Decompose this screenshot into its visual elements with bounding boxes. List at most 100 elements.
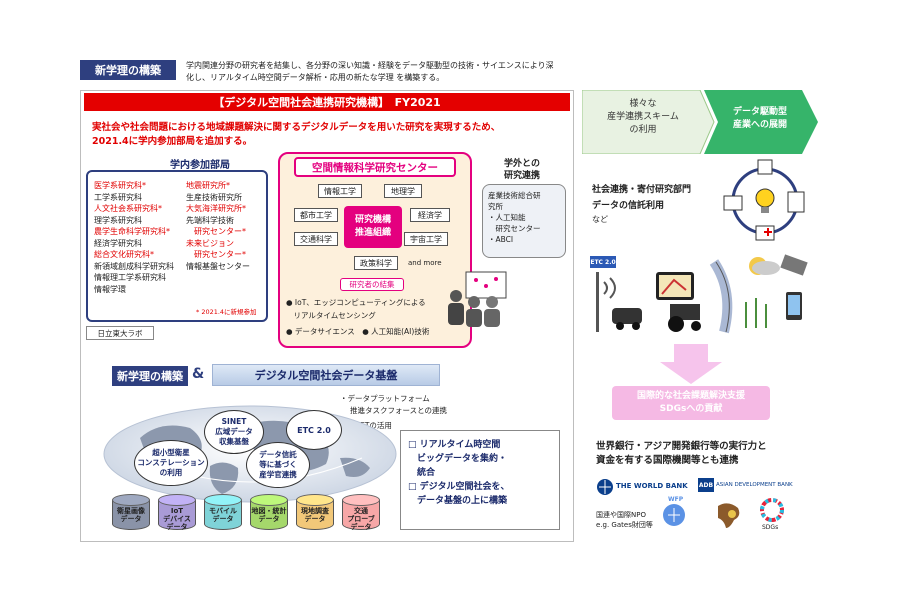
department-item: 情報学環 xyxy=(94,284,126,294)
data-cylinder-label: 交通プローブデータ xyxy=(342,507,380,531)
sinet-bubble-line: 広域データ xyxy=(215,427,253,436)
department-item: 研究センター* xyxy=(186,227,246,236)
field-transport-science: 交通科学 xyxy=(294,232,338,246)
etc-bubble: ETC 2.0 xyxy=(286,410,342,450)
worldbank-logo-icon xyxy=(597,479,613,495)
external-title-line2: 研究連携 xyxy=(503,171,540,181)
industry-illustration xyxy=(723,159,805,241)
point-item: □ デジタル空間社会を、 xyxy=(408,482,510,492)
data-cylinder-top xyxy=(112,494,150,506)
department-item: 研究センター* xyxy=(186,250,246,259)
data-cylinder-label-line: 現地調査 xyxy=(301,507,329,515)
point-item: 統合 xyxy=(408,468,436,478)
data-cylinder: 地図・統計データ xyxy=(250,494,288,536)
data-cylinder-label-line: デバイス xyxy=(163,515,191,523)
department-item: 総合文化研究科* xyxy=(94,250,154,259)
base-title: デジタル空間社会データ基盤 xyxy=(212,364,440,386)
field-aerospace-engineering: 宇宙工学 xyxy=(404,232,448,246)
department-item: 未来ビジョン xyxy=(186,238,234,248)
africa-map-icon xyxy=(718,503,740,528)
point-item: データ基盤の上に構築 xyxy=(408,496,508,506)
researchers-illustration xyxy=(448,271,507,327)
center-bullet2: ● データサイエンス ● 人工知能(AI)技術 xyxy=(286,327,430,336)
data-cylinder-label: 衛星画像データ xyxy=(112,507,150,523)
center-more: and more xyxy=(408,259,442,267)
sdgs-line2: SDGsへの貢献 xyxy=(659,404,723,414)
trust-line1: 社会連携・寄付研究部門 xyxy=(592,185,692,195)
platform-line1: ・データプラットフォーム xyxy=(340,394,430,403)
npo-line2: e.g. Gates財団等 xyxy=(596,521,653,529)
header-description-line2: 化し、リアルタイム時空間データ解析・応用の新たな学理 を構築する。 xyxy=(186,73,445,82)
field-urban-engineering: 都市工学 xyxy=(294,208,338,222)
center-gather: 研究者の結集 xyxy=(340,278,404,291)
worldbank-line1: 世界銀行・アジア開発銀行等の実行力と xyxy=(596,441,767,452)
department-item: 農学生命科学研究科* xyxy=(94,227,170,236)
external-item: 研究センター xyxy=(488,224,541,233)
data-cylinder-top xyxy=(158,494,196,506)
data-cylinder: モバイルデータ xyxy=(204,494,242,536)
base-amp: & xyxy=(192,366,205,382)
data-trust-bubble: データ信託等に基づく産学官連携 xyxy=(246,442,310,488)
satellite-bubble-line: コンステレーション xyxy=(137,458,205,467)
departments-box xyxy=(86,170,268,322)
field-info-engineering: 情報工学 xyxy=(318,184,362,198)
adb-logo-mark: ADB xyxy=(698,478,714,492)
sinet-bubble-line: 収集基盤 xyxy=(219,437,249,446)
center-bullet1: ● IoT、エッジコンピューティングによる xyxy=(286,298,426,307)
point-item: ビッグデータを集約・ xyxy=(408,454,508,464)
mission-line1: 実社会や社会問題における地域課題解決に関するデジタルデータを用いた研究を実現する… xyxy=(92,122,501,133)
header-tag: 新学理の構築 xyxy=(80,60,176,80)
external-title-line1: 学外との xyxy=(504,159,540,169)
sinet-bubble-line: SINET xyxy=(221,417,247,426)
data-trust-bubble-line: 産学官連携 xyxy=(259,470,297,479)
department-item: 地震研究所* xyxy=(186,181,230,190)
data-cylinder-label: 地図・統計データ xyxy=(250,507,288,523)
data-cylinder-label-line: データ xyxy=(166,523,188,531)
data-cylinder-top xyxy=(250,494,288,506)
data-trust-bubble-line: 等に基づく xyxy=(259,460,297,469)
department-item: 情報基盤センター xyxy=(186,261,250,271)
external-lines: 産業技術総合研究所・人工知能 研究センター・ABCI xyxy=(488,190,564,245)
lab-label-text: 日立東大ラボ xyxy=(97,328,143,338)
departments-note: * 2021.4に新規参加 xyxy=(196,308,257,316)
scheme-right-line: データ駆動型 xyxy=(732,107,787,117)
down-arrow xyxy=(660,344,722,384)
departments-title: 学内参加部局 xyxy=(170,160,230,171)
data-cylinder-label-line: 交通 xyxy=(354,507,368,515)
sdgs-line1: 国際的な社会課題解決支援 xyxy=(636,391,745,401)
data-cylinder: 衛星画像データ xyxy=(112,494,150,536)
field-policy-science: 政策科学 xyxy=(354,256,398,270)
trust-line3: など xyxy=(592,215,608,224)
scheme-arrow-right-text: データ駆動型産業への展開 xyxy=(712,106,808,132)
department-item: 人文社会系研究科* xyxy=(94,204,162,213)
scheme-left-line: 産学連携スキーム xyxy=(607,112,679,122)
department-item: 医学系研究科* xyxy=(94,181,146,190)
scheme-right-line: 産業への展開 xyxy=(732,120,787,130)
departments-col1: 医学系研究科*工学系研究科人文社会系研究科*理学系研究科農学生命科学研究科*経済… xyxy=(94,180,184,295)
center-core: 研究機構 推進組織 xyxy=(344,206,402,248)
field-economics: 経済学 xyxy=(410,208,450,222)
center-bullet1b: リアルタイムセンシング xyxy=(286,311,376,320)
data-cylinder-label: 現地調査データ xyxy=(296,507,334,523)
department-item: 先端科学技術 xyxy=(186,215,234,225)
base-tag: 新学理の構築 xyxy=(112,366,188,386)
departments-col2: 地震研究所*生産技術研究所大気海洋研究所*先端科学技術 研究センター*未来ビジョ… xyxy=(186,180,266,272)
data-cylinder-label-line: データ xyxy=(212,515,234,523)
data-cylinder-top xyxy=(342,494,380,506)
department-item: 工学系研究科 xyxy=(94,192,142,202)
banner: 【デジタル空間社会連携研究機構】 FY2021 xyxy=(84,93,570,111)
data-cylinder-label-line: データ xyxy=(120,515,142,523)
scheme-left-line: 様々な xyxy=(629,99,657,109)
satellite-bubble: 超小型衛星コンステレーションの利用 xyxy=(134,440,208,486)
data-cylinder-label: モバイルデータ xyxy=(204,507,242,523)
worldbank-line2: 資金を有する国際機関等とも連携 xyxy=(596,455,739,466)
department-item: 理学系研究科 xyxy=(94,215,142,225)
data-trust-bubble-line: データ信託 xyxy=(259,450,297,459)
external-item: ・人工知能 xyxy=(488,213,526,222)
etc-badge: ETC 2.0 xyxy=(590,256,616,268)
external-item: 産業技術総合研 xyxy=(488,191,541,200)
scheme-arrow-left-text: 様々な産学連携スキームの利用 xyxy=(586,98,700,137)
points-list: □ リアルタイム時空間 ビッグデータを集約・ 統合□ デジタル空間社会を、 デー… xyxy=(408,438,558,508)
